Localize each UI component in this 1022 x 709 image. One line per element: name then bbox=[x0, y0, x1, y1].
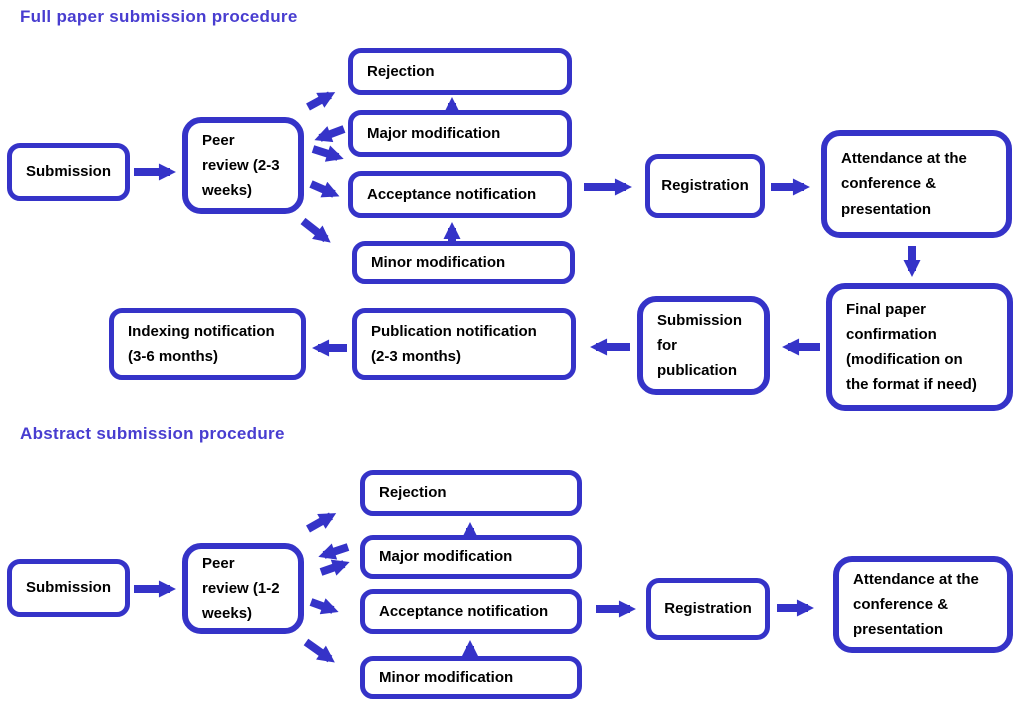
node-final-confirmation: Final paper confirmation (modification o… bbox=[826, 283, 1013, 411]
node-acceptance-notification-2: Acceptance notification bbox=[360, 589, 582, 634]
node-major-modification-2: Major modification bbox=[360, 535, 582, 579]
node-peer-review: Peer review (2-3 weeks) bbox=[182, 117, 304, 214]
section-title-full-paper: Full paper submission procedure bbox=[20, 7, 298, 26]
node-acceptance-notification: Acceptance notification bbox=[348, 171, 572, 218]
node-attendance: Attendance at the conference & presentat… bbox=[821, 130, 1012, 238]
arrow-major-modification-to-peer-review bbox=[314, 125, 346, 143]
arrow-peer-review-to-rejection bbox=[306, 91, 336, 111]
node-submission-for-publication: Submission for publication bbox=[637, 296, 770, 395]
arrow-peer-review-to-major-modification bbox=[311, 145, 344, 162]
arrow-peer-review-to-minor-2 bbox=[303, 638, 335, 663]
node-rejection: Rejection bbox=[348, 48, 572, 95]
arrow-peer-review-to-major-modification-2 bbox=[319, 559, 350, 576]
node-registration: Registration bbox=[645, 154, 765, 218]
node-attendance-2: Attendance at the conference & presentat… bbox=[833, 556, 1013, 653]
node-indexing-notification: Indexing notification (3-6 months) bbox=[109, 308, 306, 380]
arrow-peer-review-to-acceptance bbox=[309, 180, 340, 198]
arrow-peer-review-to-acceptance-2 bbox=[309, 598, 339, 615]
node-major-modification: Major modification bbox=[348, 110, 572, 157]
node-minor-modification: Minor modification bbox=[352, 241, 575, 284]
arrow-peer-review-to-minor bbox=[300, 217, 331, 243]
node-rejection-2: Rejection bbox=[360, 470, 582, 516]
arrow-peer-review-to-rejection-2 bbox=[306, 512, 337, 533]
arrow-major-modification-to-peer-review-2 bbox=[318, 543, 350, 560]
node-publication-notification: Publication notification (2-3 months) bbox=[352, 308, 576, 380]
node-minor-modification-2: Minor modification bbox=[360, 656, 582, 699]
node-registration-2: Registration bbox=[646, 578, 770, 640]
section-title-abstract: Abstract submission procedure bbox=[20, 424, 285, 443]
node-submission: Submission bbox=[7, 143, 130, 201]
node-submission-2: Submission bbox=[7, 559, 130, 617]
node-peer-review-2: Peer review (1-2 weeks) bbox=[182, 543, 304, 634]
